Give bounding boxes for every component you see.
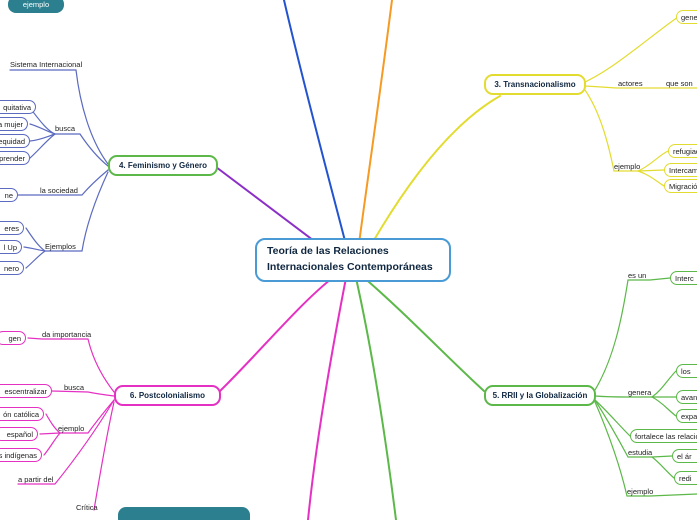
topic-feminismo[interactable]: 4. Feminismo y Género bbox=[108, 155, 218, 176]
label-ejemplos[interactable]: Ejemplos bbox=[45, 242, 76, 251]
label-genera-rrii[interactable]: genera bbox=[628, 388, 652, 397]
curve-rrii bbox=[361, 275, 485, 392]
link-feminismo-sociedad bbox=[17, 169, 109, 196]
link-estudia-redi bbox=[651, 456, 675, 479]
node-el-area[interactable]: el ár bbox=[672, 449, 697, 463]
link-post-daimportancia bbox=[27, 337, 115, 393]
node-redi[interactable]: redi bbox=[674, 471, 697, 485]
label-busca-post[interactable]: busca bbox=[64, 383, 85, 392]
link-rrii-estudia bbox=[594, 399, 673, 458]
node-ejemplo-top[interactable]: ejemplo bbox=[8, 0, 64, 13]
node-intercambio-rrii[interactable]: Interc bbox=[670, 271, 697, 285]
link-post-apartirdel bbox=[17, 399, 115, 485]
label-critica[interactable]: Crítica bbox=[76, 503, 98, 512]
link-genera-los bbox=[651, 370, 677, 398]
link-rrii-genera bbox=[594, 395, 653, 398]
node-ne[interactable]: ne bbox=[0, 188, 18, 202]
node-nero[interactable]: nero bbox=[0, 261, 24, 275]
link-rrii-esun bbox=[594, 277, 671, 391]
link-ejemplo-catolica bbox=[45, 413, 61, 434]
link-ejemplos-eres bbox=[25, 227, 46, 252]
node-refugiados[interactable]: refugiad bbox=[668, 144, 697, 158]
link-feminismo-busca bbox=[54, 133, 109, 167]
node-migracion[interactable]: Migració bbox=[664, 179, 697, 193]
link-ejemplos-lup bbox=[23, 246, 46, 252]
node-expansion[interactable]: expa bbox=[676, 409, 697, 423]
link-trans-genera bbox=[584, 16, 679, 83]
link-ejemplo-migracion bbox=[637, 170, 665, 187]
link-feminismo-ejemplos bbox=[44, 171, 109, 252]
central-topic-line2: Internacionales Contemporáneas bbox=[267, 261, 433, 273]
link-busca-prender bbox=[29, 133, 56, 159]
link-post-critica bbox=[93, 401, 115, 511]
node-genera-trans[interactable]: genera bbox=[676, 10, 697, 24]
node-avances[interactable]: avanc bbox=[676, 390, 697, 404]
label-que-son[interactable]: que son bbox=[666, 79, 693, 88]
topic-rrii[interactable]: 5. RRII y la Globalización bbox=[484, 385, 596, 406]
link-rrii-ejemplo bbox=[594, 401, 697, 497]
label-da-importancia[interactable]: da importancia bbox=[42, 330, 92, 339]
node-prender[interactable]: prender bbox=[0, 151, 30, 165]
link-ejemplo-indigenas bbox=[43, 432, 61, 456]
central-topic-line1: Teoría de las Relaciones bbox=[267, 245, 389, 258]
label-estudia[interactable]: estudia bbox=[628, 448, 653, 457]
link-trans-actores bbox=[584, 85, 697, 89]
curve-branch-top-orange bbox=[355, 0, 393, 267]
link-post-ejemplo bbox=[59, 399, 115, 434]
label-sistema-internacional[interactable]: Sistema Internacional bbox=[10, 60, 83, 69]
node-mujer[interactable]: a mujer bbox=[0, 117, 28, 131]
node-fortalece[interactable]: fortalece las relaciones bbox=[630, 429, 697, 443]
node-bottom-cut[interactable] bbox=[118, 507, 250, 520]
node-descentralizar[interactable]: escentralizar bbox=[0, 384, 52, 398]
node-lenguas-indigenas[interactable]: s indígenas bbox=[0, 448, 42, 462]
link-feminismo-sistema bbox=[9, 69, 109, 165]
topic-transnacionalismo[interactable]: 3. Transnacionalismo bbox=[484, 74, 586, 95]
label-busca-feminismo[interactable]: busca bbox=[55, 124, 76, 133]
node-espanol[interactable]: español bbox=[0, 427, 38, 441]
node-los[interactable]: los bbox=[676, 364, 697, 378]
curve-branch-bottom-green bbox=[355, 277, 397, 520]
label-actores[interactable]: actores bbox=[618, 79, 643, 88]
node-intercambio[interactable]: Intercam bbox=[664, 163, 697, 177]
label-es-un[interactable]: es un bbox=[628, 271, 647, 280]
link-ejemplo-espanol bbox=[39, 432, 61, 435]
label-ejemplo-trans[interactable]: ejemplo bbox=[614, 162, 641, 171]
curve-postcolonialismo bbox=[219, 271, 341, 392]
curve-branch-top-blue bbox=[283, 0, 353, 269]
node-equitativa[interactable]: quitativa bbox=[0, 100, 36, 114]
link-trans-ejemplo bbox=[584, 89, 639, 172]
link-ejemplo-intercambio bbox=[637, 169, 665, 172]
link-genera-expansion bbox=[651, 396, 677, 417]
central-topic[interactable]: Teoría de las Relaciones Internacionales… bbox=[255, 238, 451, 282]
node-equidad[interactable]: equidad bbox=[0, 134, 30, 148]
label-ejemplo-rrii[interactable]: ejemplo bbox=[627, 487, 654, 496]
node-religion-catolica[interactable]: ón católica bbox=[0, 407, 44, 421]
node-lup[interactable]: l Up bbox=[0, 240, 22, 254]
node-origen[interactable]: gen bbox=[0, 331, 26, 345]
curve-branch-bottom-magenta bbox=[307, 277, 347, 520]
label-la-sociedad[interactable]: la sociedad bbox=[40, 186, 78, 195]
link-ejemplo-refugiados bbox=[637, 150, 669, 172]
node-eres[interactable]: eres bbox=[0, 221, 24, 235]
link-post-busca bbox=[51, 390, 115, 397]
link-busca-equidad bbox=[29, 133, 56, 142]
link-rrii-fortalece bbox=[594, 399, 631, 437]
label-ejemplo-post[interactable]: ejemplo bbox=[58, 424, 85, 433]
link-busca-mujer bbox=[29, 123, 56, 135]
topic-postcolonialismo[interactable]: 6. Postcolonialismo bbox=[114, 385, 221, 406]
link-ejemplos-nero bbox=[25, 250, 46, 269]
label-a-partir-del[interactable]: a partir del bbox=[18, 475, 54, 484]
